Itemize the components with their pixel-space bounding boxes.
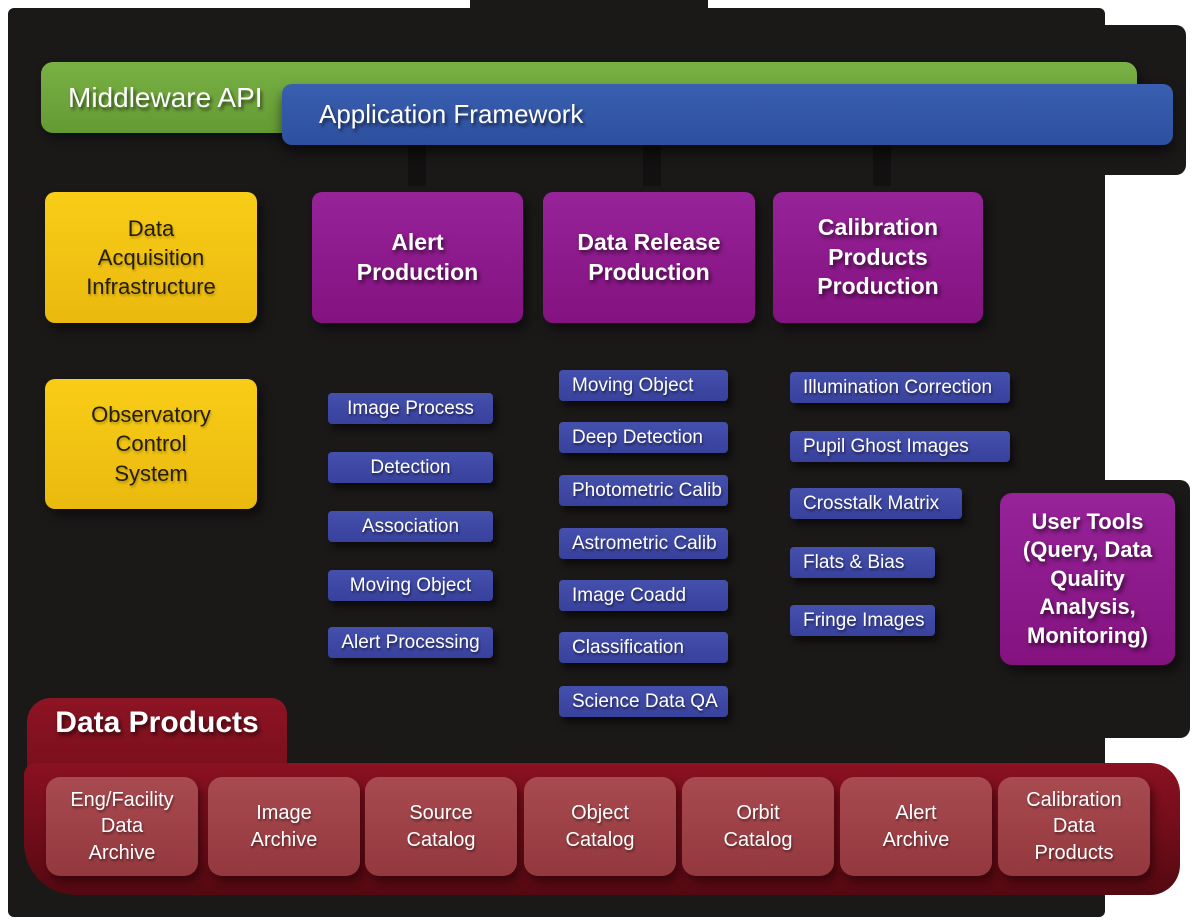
step-photometric-calib: Photometric Calib	[559, 475, 728, 506]
backdrop-top-tab	[470, 0, 708, 14]
step-image-process: Image Process	[328, 393, 493, 424]
calibration-products-production-box: Calibration Products Production	[773, 192, 983, 323]
step-pupil-ghost-images: Pupil Ghost Images	[790, 431, 1010, 462]
step-flats-bias: Flats & Bias	[790, 547, 935, 578]
middleware-api-label: Middleware API	[68, 81, 263, 113]
product-orbit-catalog: Orbit Catalog	[682, 777, 834, 876]
product-eng-facility-data-archive: Eng/Facility Data Archive	[46, 777, 198, 876]
step-alert-processing: Alert Processing	[328, 627, 493, 658]
step-detection: Detection	[328, 452, 493, 483]
data-acquisition-infrastructure-box: Data Acquisition Infrastructure	[45, 192, 257, 323]
product-source-catalog: Source Catalog	[365, 777, 517, 876]
application-framework-label: Application Framework	[319, 99, 584, 129]
data-products-tab	[27, 698, 287, 770]
user-tools-box: User Tools (Query, Data Quality Analysis…	[1000, 493, 1175, 665]
step-moving-object-drp: Moving Object	[559, 370, 728, 401]
step-astrometric-calib: Astrometric Calib	[559, 528, 728, 559]
application-framework-bar: Application Framework	[282, 84, 1173, 145]
connector-stub	[873, 144, 891, 186]
data-products-title: Data Products	[55, 706, 259, 739]
product-object-catalog: Object Catalog	[524, 777, 676, 876]
step-moving-object-alert: Moving Object	[328, 570, 493, 601]
observatory-control-system-box: Observatory Control System	[45, 379, 257, 509]
connector-stub	[408, 144, 426, 186]
step-association: Association	[328, 511, 493, 542]
alert-production-box: Alert Production	[312, 192, 523, 323]
step-crosstalk-matrix: Crosstalk Matrix	[790, 488, 962, 519]
step-deep-detection: Deep Detection	[559, 422, 728, 453]
step-image-coadd: Image Coadd	[559, 580, 728, 611]
data-release-production-box: Data Release Production	[543, 192, 755, 323]
product-alert-archive: Alert Archive	[840, 777, 992, 876]
step-classification: Classification	[559, 632, 728, 663]
product-image-archive: Image Archive	[208, 777, 360, 876]
step-illumination-correction: Illumination Correction	[790, 372, 1010, 403]
step-fringe-images: Fringe Images	[790, 605, 935, 636]
connector-stub	[643, 144, 661, 186]
product-calibration-data-products: Calibration Data Products	[998, 777, 1150, 876]
step-science-data-qa: Science Data QA	[559, 686, 728, 717]
